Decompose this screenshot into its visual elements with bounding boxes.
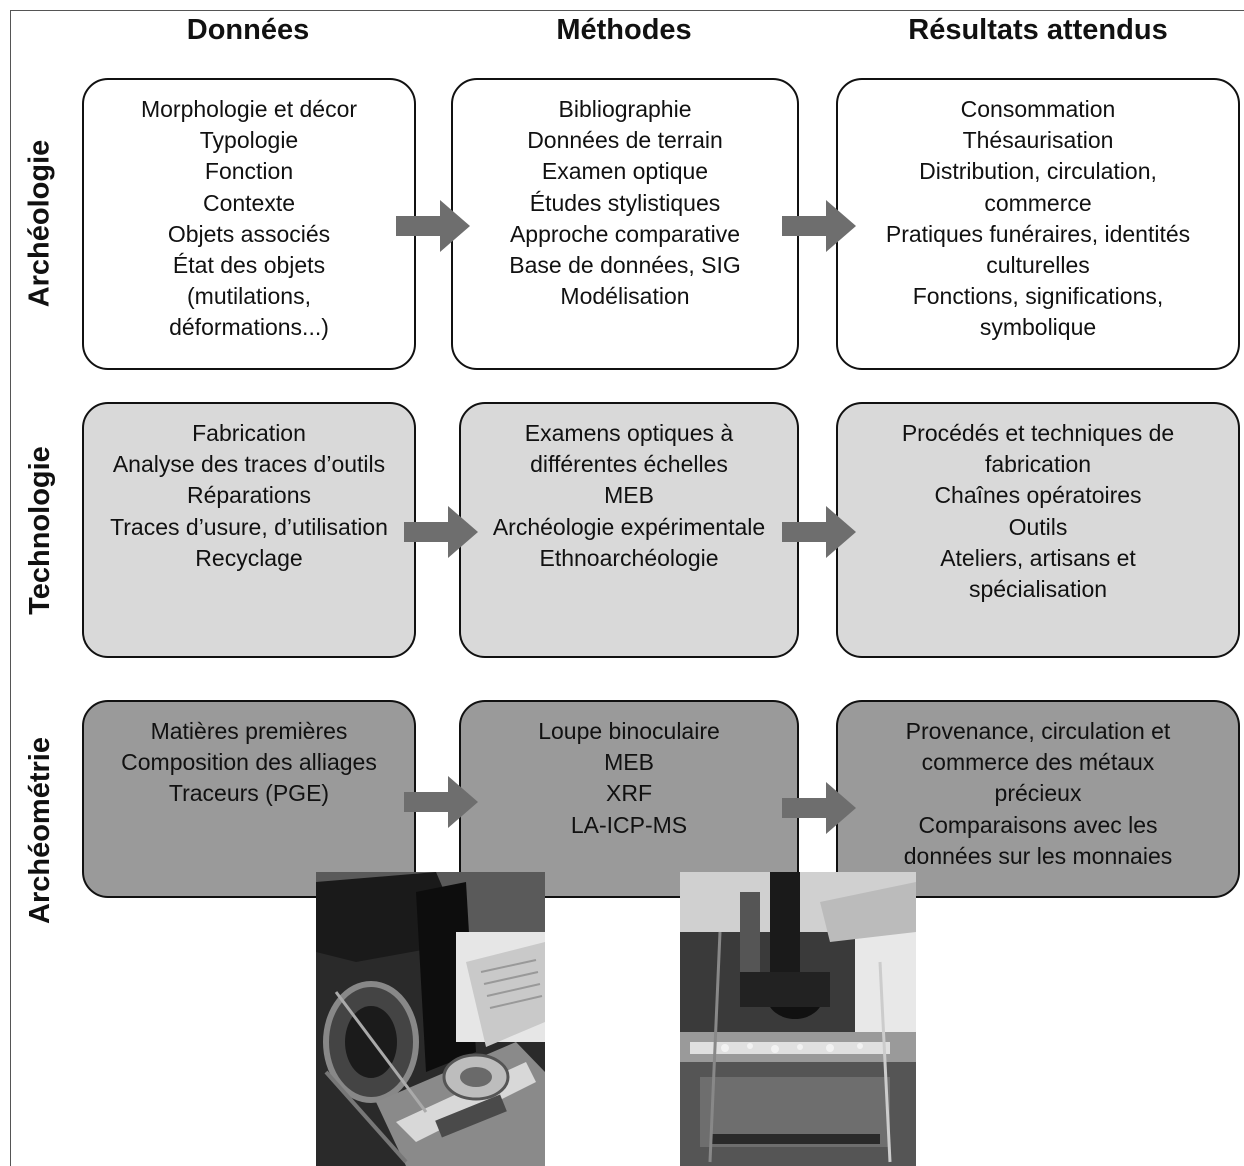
box-item: Matières premières — [150, 718, 348, 744]
box-item: Loupe binoculaire — [538, 718, 720, 744]
box-item: Pratiques funéraires, identités — [885, 220, 1191, 247]
box-item: données sur les monnaies — [903, 842, 1173, 869]
figure-frame — [10, 10, 1244, 1166]
box-item: Objets associés — [167, 220, 331, 247]
box-item: Morphologie et décor — [140, 96, 358, 122]
row-label-archeometrie: Archéométrie — [18, 700, 62, 960]
box-item: commerce — [984, 189, 1092, 216]
box-item: MEB — [604, 482, 654, 509]
instrument-photo-xrf — [316, 872, 545, 1166]
box-item: Données de terrain — [527, 127, 723, 154]
box-item: fabrication — [984, 451, 1092, 478]
box-item: Contexte — [202, 189, 296, 216]
box-item: Réparations — [186, 482, 312, 509]
box-item: Études stylistiques — [529, 189, 721, 216]
arrow-right-icon — [396, 200, 470, 252]
box-item: déformations...) — [169, 314, 329, 341]
header-methodes: Méthodes — [556, 14, 692, 46]
row-label-text: Archéologie — [23, 139, 56, 307]
box-item: LA-ICP-MS — [570, 811, 688, 838]
row-label-text: Archéométrie — [23, 736, 56, 924]
box-item: Traces d’usure, d’utilisation — [110, 513, 388, 540]
box-item: (mutilations, — [187, 283, 311, 310]
box-item: Thésaurisation — [962, 127, 1114, 154]
arrow-right-icon — [404, 506, 478, 558]
arrow-right-icon — [782, 782, 856, 834]
box-item: Typologie — [199, 127, 299, 154]
box-item: Traceurs (PGE) — [168, 780, 330, 807]
header-donnees: Données — [186, 14, 310, 46]
box-item: MEB — [604, 749, 654, 776]
box-item: Outils — [1008, 513, 1068, 540]
box-item: Consommation — [960, 96, 1116, 122]
box-item: Base de données, SIG — [509, 252, 741, 279]
box-item: Comparaisons avec les — [918, 811, 1158, 838]
header-resultats: Résultats attendus — [908, 14, 1168, 46]
box-item: symbolique — [979, 314, 1097, 341]
box-item: commerce des métaux — [921, 749, 1155, 776]
box-item: État des objets — [172, 252, 326, 279]
box-item: Procédés et techniques de — [901, 420, 1175, 446]
box-item: XRF — [606, 780, 652, 807]
box-item: Fonctions, significations, — [912, 283, 1164, 310]
box-item: Recyclage — [195, 544, 303, 571]
box-item: Composition des alliages — [121, 749, 377, 776]
box-item: Provenance, circulation et — [905, 718, 1171, 744]
box-item: Approche comparative — [509, 220, 741, 247]
row-label-archeologie: Archéologie — [18, 78, 62, 368]
box-archeometrie-resultats: Provenance, circulation et commerce des m… — [836, 700, 1240, 898]
box-item: différentes échelles — [530, 451, 728, 478]
box-item: Fonction — [204, 158, 294, 185]
box-item: Modélisation — [560, 283, 690, 310]
row-label-technologie: Technologie — [18, 402, 62, 658]
arrow-right-icon — [782, 200, 856, 252]
box-item: Ethnoarchéologie — [539, 544, 719, 571]
arrow-right-icon — [404, 776, 478, 828]
box-item: Chaînes opératoires — [934, 482, 1142, 509]
box-item: précieux — [994, 780, 1082, 807]
box-item: Ateliers, artisans et — [940, 544, 1136, 571]
box-item: Distribution, circulation, — [919, 158, 1157, 185]
box-item: Examen optique — [541, 158, 709, 185]
box-item: Archéologie expérimentale — [492, 513, 766, 540]
box-item: Examens optiques à — [524, 420, 734, 446]
instrument-photo-la-icp-ms — [680, 872, 916, 1166]
arrow-right-icon — [782, 506, 856, 558]
box-item: culturelles — [986, 252, 1090, 279]
row-label-text: Technologie — [23, 445, 56, 615]
box-item: Analyse des traces d’outils — [112, 451, 386, 478]
box-item: Fabrication — [192, 420, 306, 446]
box-item: spécialisation — [968, 576, 1108, 603]
box-item: Bibliographie — [558, 96, 692, 122]
